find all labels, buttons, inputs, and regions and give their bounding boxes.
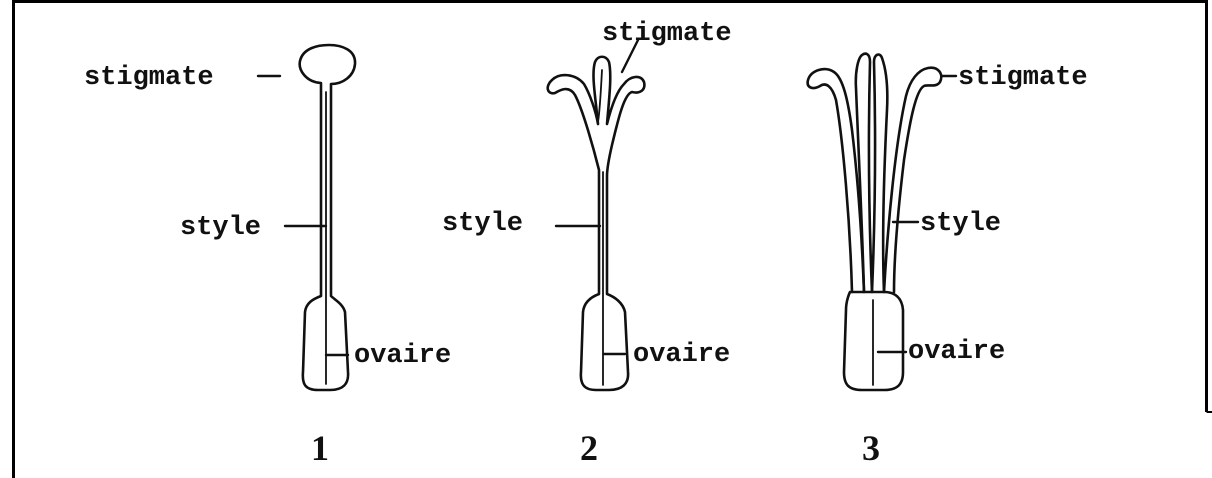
- pistil-1-style-label: style: [180, 213, 261, 243]
- pistil-1: stigmate style ovaire 1: [84, 45, 451, 468]
- pistil-2-number: 2: [580, 428, 598, 468]
- pistil-2-center-stigma-line: [598, 70, 602, 122]
- pistil-2: stigmate style ovaire 2: [442, 19, 732, 468]
- pistil-1-number: 1: [311, 428, 329, 468]
- pistil-2-stigma-label: stigmate: [602, 19, 732, 49]
- pistil-2-ovary-label: ovaire: [633, 340, 730, 370]
- pistil-3-ovary-label: ovaire: [908, 337, 1005, 367]
- pistil-3: stigmate style ovaire 3: [808, 54, 1088, 468]
- pistil-2-outline: [548, 57, 645, 390]
- pistil-3-number: 3: [862, 428, 880, 468]
- pistil-3-left-inner-branch: [856, 54, 872, 292]
- pistil-1-outline: [300, 45, 355, 390]
- pistil-3-right-branch: [884, 68, 941, 292]
- pistil-1-ovary-label: ovaire: [354, 341, 451, 371]
- pistil-3-style-label: style: [920, 209, 1001, 239]
- pistil-3-stigma-label: stigmate: [958, 63, 1088, 93]
- pistil-1-stigma-label: stigmate: [84, 63, 214, 93]
- pistil-2-style-label: style: [442, 209, 523, 239]
